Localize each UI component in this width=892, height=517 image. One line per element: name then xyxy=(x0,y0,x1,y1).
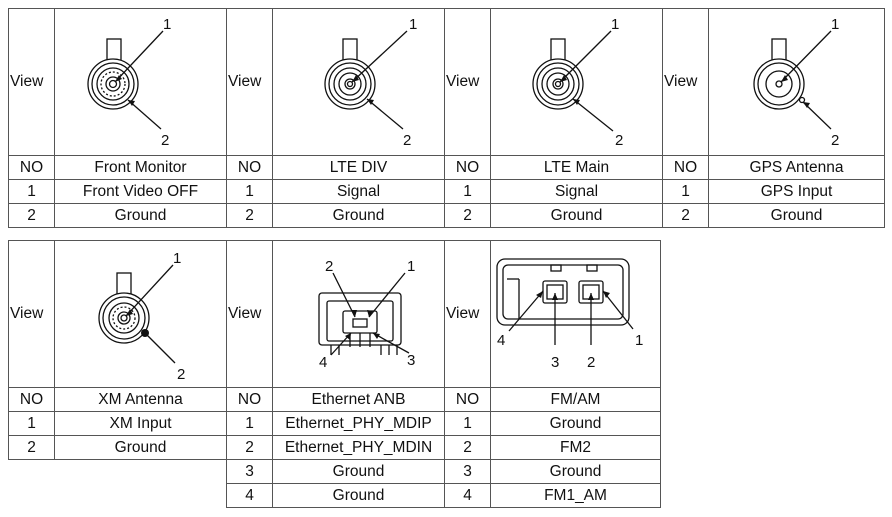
lte-main-connector-view: 1 2 xyxy=(490,8,663,156)
callout-4: 4 xyxy=(319,354,327,371)
connector-name: Ethernet ANB xyxy=(272,387,445,412)
view-label: View xyxy=(226,240,273,388)
front-monitor-connector-view: 1 2 xyxy=(54,8,227,156)
pin-number: 1 xyxy=(226,411,273,436)
pin-number: 2 xyxy=(444,203,491,228)
pin-number: 2 xyxy=(444,435,491,460)
callout-2: 2 xyxy=(587,354,595,371)
callout-1: 1 xyxy=(173,250,181,267)
no-header: NO xyxy=(226,387,273,412)
empty-cell xyxy=(55,484,227,508)
fm-am-connector-view: 4 1 3 2 xyxy=(490,240,661,388)
callout-4: 4 xyxy=(497,332,505,349)
pin-signal: Ground xyxy=(272,483,445,508)
pin-number: 2 xyxy=(226,203,273,228)
callout-2: 2 xyxy=(831,132,839,149)
callout-3: 3 xyxy=(551,354,559,371)
connector-name: FM/AM xyxy=(490,387,661,412)
connector-name: Front Monitor xyxy=(54,155,227,180)
view-label: View xyxy=(444,8,491,156)
view-label: View xyxy=(8,240,55,388)
connector-table-top: View 1 2 View xyxy=(8,8,885,228)
pin-signal: FM2 xyxy=(490,435,661,460)
no-header: NO xyxy=(444,155,491,180)
no-header: NO xyxy=(8,155,55,180)
pin-signal: Signal xyxy=(272,179,445,204)
callout-3: 3 xyxy=(407,352,415,369)
callout-1: 1 xyxy=(611,16,619,33)
callout-2: 2 xyxy=(161,132,169,149)
view-label: View xyxy=(226,8,273,156)
pin-number: 3 xyxy=(226,459,273,484)
view-label: View xyxy=(444,240,491,388)
xm-antenna-connector-view: 1 2 xyxy=(54,240,227,388)
callout-2: 2 xyxy=(403,132,411,149)
callout-2: 2 xyxy=(177,366,185,383)
connector-name: LTE DIV xyxy=(272,155,445,180)
pin-signal: Ground xyxy=(490,203,663,228)
pin-signal: Ground xyxy=(490,459,661,484)
callout-1: 1 xyxy=(407,258,415,275)
pin-signal: Ground xyxy=(54,203,227,228)
pin-number: 2 xyxy=(226,435,273,460)
pin-number: 1 xyxy=(8,411,55,436)
callout-2: 2 xyxy=(325,258,333,275)
pin-number: 2 xyxy=(8,203,55,228)
pin-signal: GPS Input xyxy=(708,179,885,204)
callout-2: 2 xyxy=(615,132,623,149)
pin-signal: Ground xyxy=(708,203,885,228)
callout-1: 1 xyxy=(163,16,171,33)
no-header: NO xyxy=(662,155,709,180)
pin-number: 4 xyxy=(444,483,491,508)
view-label: View xyxy=(662,8,709,156)
pin-number: 2 xyxy=(8,435,55,460)
lte-div-connector-view: 1 2 xyxy=(272,8,445,156)
connector-table-bottom: View 1 2 View xyxy=(8,240,661,508)
no-header: NO xyxy=(444,387,491,412)
pin-signal: XM Input xyxy=(54,411,227,436)
pin-number: 3 xyxy=(444,459,491,484)
pin-number: 1 xyxy=(662,179,709,204)
connector-name: GPS Antenna xyxy=(708,155,885,180)
empty-cell xyxy=(9,460,55,484)
pin-number: 1 xyxy=(444,411,491,436)
view-label: View xyxy=(8,8,55,156)
pin-signal: Ground xyxy=(490,411,661,436)
pin-signal: Ethernet_PHY_MDIP xyxy=(272,411,445,436)
empty-cell xyxy=(55,460,227,484)
pin-signal: Ethernet_PHY_MDIN xyxy=(272,435,445,460)
callout-1: 1 xyxy=(635,332,643,349)
connector-name: XM Antenna xyxy=(54,387,227,412)
connector-name: LTE Main xyxy=(490,155,663,180)
callout-1: 1 xyxy=(409,16,417,33)
pin-number: 4 xyxy=(226,483,273,508)
pin-number: 1 xyxy=(8,179,55,204)
no-header: NO xyxy=(226,155,273,180)
pin-signal: Ground xyxy=(54,435,227,460)
pin-signal: FM1_AM xyxy=(490,483,661,508)
pin-signal: Signal xyxy=(490,179,663,204)
gps-antenna-connector-view: 1 2 xyxy=(708,8,885,156)
callout-1: 1 xyxy=(831,16,839,33)
pin-number: 1 xyxy=(226,179,273,204)
pin-signal: Ground xyxy=(272,459,445,484)
ethernet-anb-connector-view: 2 1 4 3 xyxy=(272,240,445,388)
pin-signal: Ground xyxy=(272,203,445,228)
empty-cell xyxy=(9,484,55,508)
pin-signal: Front Video OFF xyxy=(54,179,227,204)
pin-number: 1 xyxy=(444,179,491,204)
pin-number: 2 xyxy=(662,203,709,228)
no-header: NO xyxy=(8,387,55,412)
